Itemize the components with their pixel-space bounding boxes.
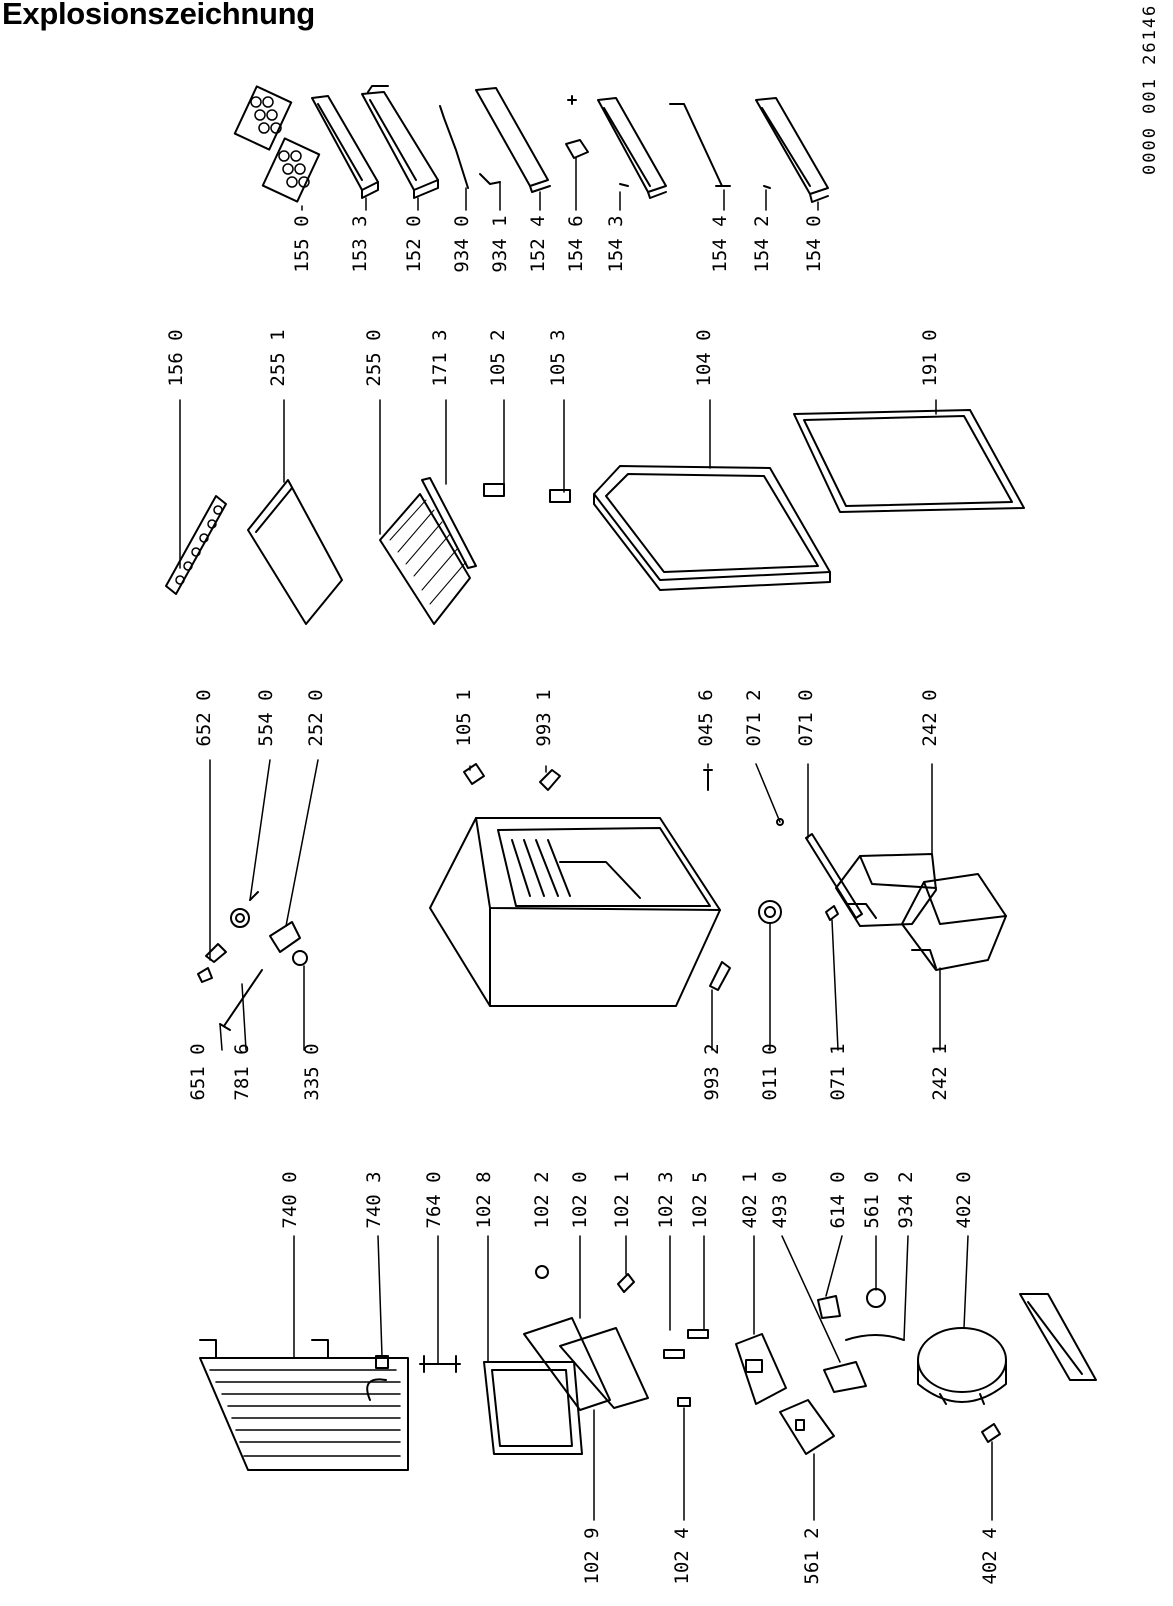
part-label-934-0: 934 0 [451, 215, 473, 273]
part-label-152-0: 152 0 [403, 215, 425, 273]
part-label-493-0: 493 0 [769, 1171, 791, 1229]
compressor [917, 1327, 1007, 1405]
door-shelf-bottle [361, 85, 439, 199]
part-label-154-2: 154 2 [751, 215, 773, 273]
part-label-154-0: 154 0 [803, 215, 825, 273]
part-label-255-0: 255 0 [363, 329, 385, 387]
spacer [825, 905, 839, 921]
part-label-102-9: 102 9 [581, 1527, 603, 1585]
door-shelf-bottom [755, 97, 829, 203]
part-label-171-3: 171 3 [429, 329, 451, 387]
small-screw [776, 818, 784, 826]
drain-plug [758, 900, 782, 924]
part-label-781-6: 781 6 [231, 1043, 253, 1101]
part-label-102-5: 102 5 [689, 1171, 711, 1229]
evaporator-coil [199, 1339, 409, 1471]
handle-bottom [709, 961, 731, 991]
part-label-071-0: 071 0 [795, 689, 817, 747]
part-label-071-1: 071 1 [827, 1043, 849, 1101]
part-label-402-4: 402 4 [979, 1527, 1001, 1585]
rod [669, 103, 731, 187]
part-label-102-3: 102 3 [655, 1171, 677, 1229]
part-label-993-1: 993 1 [533, 689, 555, 747]
compressor-relay [735, 1333, 787, 1405]
page-title: Explosionszeichnung [2, 0, 315, 31]
part-label-105-1: 105 1 [453, 689, 475, 747]
capacitor [823, 1361, 867, 1393]
part-label-102-2: 102 2 [531, 1171, 553, 1229]
part-label-152-4: 152 4 [527, 215, 549, 273]
part-label-402-0: 402 0 [953, 1171, 975, 1229]
compressor-mount-rail [1019, 1293, 1097, 1381]
part-label-554-0: 554 0 [255, 689, 277, 747]
crisper-small [835, 853, 937, 927]
shelf-trim [421, 477, 477, 569]
door-inner-frame [593, 465, 831, 591]
grommet [981, 1423, 1001, 1443]
seal-frame [483, 1361, 583, 1455]
part-label-252-0: 252 0 [305, 689, 327, 747]
hinge-pin-bottom [549, 489, 571, 503]
shelf-bar [475, 87, 551, 193]
part-label-105-3: 105 3 [547, 329, 569, 387]
glass-shelf [247, 479, 343, 625]
ice-tray [165, 495, 227, 595]
part-label-614-0: 614 0 [827, 1171, 849, 1229]
part-label-154-6: 154 6 [565, 215, 587, 273]
part-label-402-1: 402 1 [739, 1171, 761, 1229]
part-label-993-2: 993 2 [701, 1043, 723, 1101]
part-label-156-0: 156 0 [165, 329, 187, 387]
part-label-045-6: 045 6 [695, 689, 717, 747]
thermostat-parts [197, 891, 308, 1031]
part-label-652-0: 652 0 [193, 689, 215, 747]
part-label-651-0: 651 0 [187, 1043, 209, 1101]
part-label-934-2: 934 2 [895, 1171, 917, 1229]
part-label-335-0: 335 0 [301, 1043, 323, 1101]
part-label-740-0: 740 0 [279, 1171, 301, 1229]
crisper-large [901, 873, 1007, 971]
egg-tray [233, 85, 321, 203]
part-label-934-1: 934 1 [489, 215, 511, 273]
door-shelf-medium [597, 97, 667, 199]
part-label-740-3: 740 3 [363, 1171, 385, 1229]
part-label-102-1: 102 1 [611, 1171, 633, 1229]
part-label-071-2: 071 2 [743, 689, 765, 747]
part-label-561-0: 561 0 [861, 1171, 883, 1229]
control-panel [523, 1265, 649, 1411]
tube [419, 1355, 461, 1373]
hinge-top-small [463, 763, 485, 785]
part-label-154-4: 154 4 [709, 215, 731, 273]
part-label-242-0: 242 0 [919, 689, 941, 747]
part-label-154-3: 154 3 [605, 215, 627, 273]
part-label-105-2: 105 2 [487, 329, 509, 387]
door-gasket [793, 409, 1025, 513]
hinge-part [565, 95, 589, 159]
grid-shelf [379, 493, 471, 625]
pin [703, 769, 713, 791]
drip-rail [805, 833, 863, 919]
relay-block [779, 1399, 835, 1455]
part-label-102-8: 102 8 [473, 1171, 495, 1229]
part-label-561-2: 561 2 [801, 1527, 823, 1585]
small-bracket [663, 1329, 709, 1407]
part-label-011-0: 011 0 [759, 1043, 781, 1101]
handle-top [539, 769, 561, 791]
part-label-102-0: 102 0 [569, 1171, 591, 1229]
part-label-191-0: 191 0 [919, 329, 941, 387]
cabinet-body [429, 817, 721, 1007]
part-label-255-1: 255 1 [267, 329, 289, 387]
part-label-242-1: 242 1 [929, 1043, 951, 1101]
hinge-pin-top [483, 483, 505, 497]
part-label-104-0: 104 0 [693, 329, 715, 387]
wire-clip [439, 105, 469, 189]
door-shelf-small [311, 95, 379, 199]
part-label-155-0: 155 0 [291, 215, 313, 273]
overload-protector [817, 1288, 905, 1341]
part-label-153-3: 153 3 [349, 215, 371, 273]
part-label-102-4: 102 4 [671, 1527, 693, 1585]
part-label-764-0: 764 0 [423, 1171, 445, 1229]
